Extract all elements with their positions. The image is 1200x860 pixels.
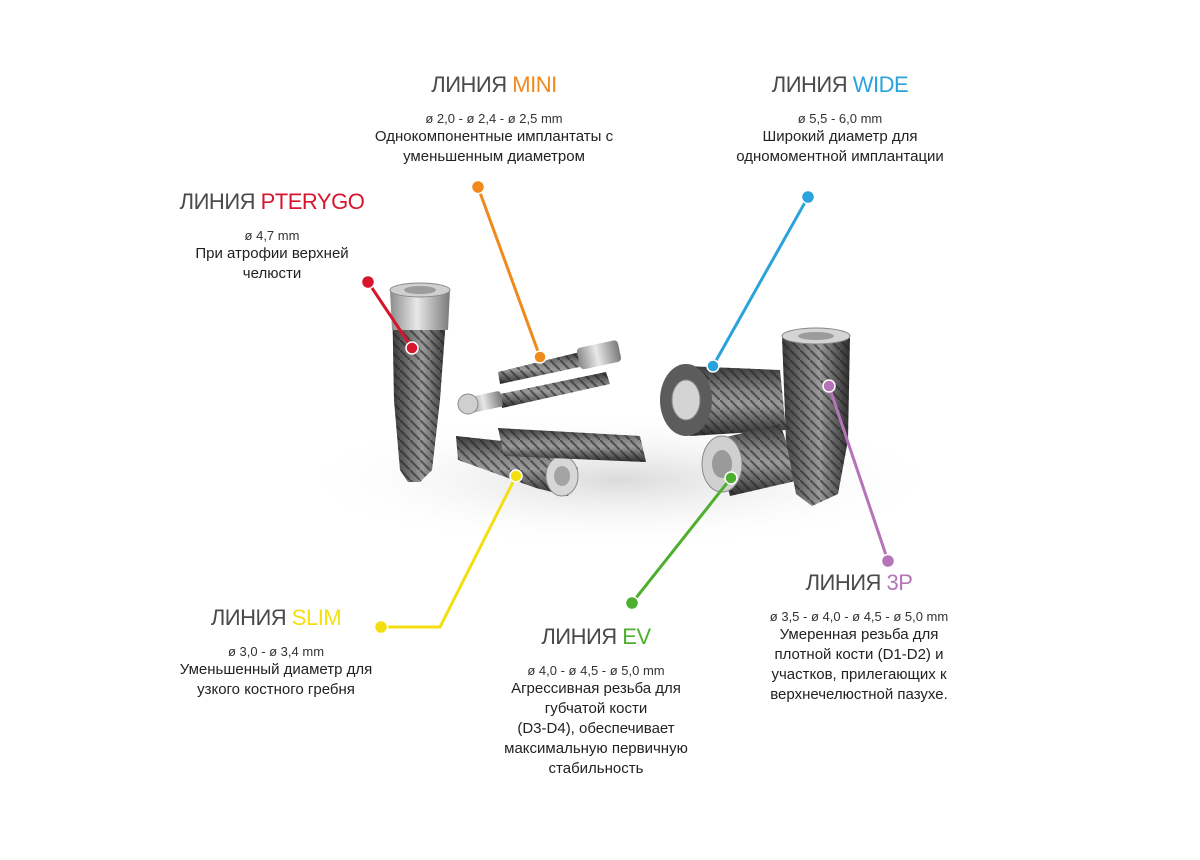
3p-leader-line (827, 385, 890, 562)
mini-spec: ø 2,0 - ø 2,4 - ø 2,5 mm (425, 111, 563, 126)
mini-title: ЛИНИЯ MINI (431, 72, 557, 97)
label-wide: ЛИНИЯ WIDE ø 5,5 - 6,0 mm Широкий диамет… (736, 72, 944, 167)
wide-title: ЛИНИЯ WIDE (771, 72, 909, 97)
3p-implant (781, 327, 851, 506)
pterygo-title: ЛИНИЯ PTERYGO (179, 189, 365, 214)
wide-desc-1: Широкий диаметр для (762, 128, 918, 145)
pterygo-desc-2: челюсти (242, 265, 302, 282)
mini-implant-upper (498, 340, 622, 384)
wide-label-dot (800, 189, 816, 205)
wide-desc-2: одномоментной имплантации (736, 148, 944, 165)
wide-name: WIDE (852, 72, 909, 97)
ev-desc-2: губчатой кости (544, 700, 648, 717)
ev-leader-line (630, 477, 733, 604)
ev-name: EV (622, 624, 651, 649)
ev-title: ЛИНИЯ EV (541, 624, 651, 649)
pterygo-desc-1: При атрофии верхней (195, 245, 349, 262)
3p-spec: ø 3,5 - ø 4,0 - ø 4,5 - ø 5,0 mm (769, 609, 949, 624)
slim-label-dot (373, 619, 389, 635)
slim-implant-dot (509, 469, 523, 483)
slim-desc-2: узкого костного гребня (197, 681, 355, 698)
mini-implant-lower (457, 372, 610, 415)
3p-desc-1: Умеренная резьба для (779, 626, 939, 643)
ev-label-dot (624, 595, 640, 611)
label-ev: ЛИНИЯ EV ø 4,0 - ø 4,5 - ø 5,0 mm Агресс… (504, 624, 688, 779)
slim-desc-1: Уменьшенный диаметр для (179, 661, 373, 678)
label-3p: ЛИНИЯ 3P ø 3,5 - ø 4,0 - ø 4,5 - ø 5,0 m… (770, 570, 948, 705)
slim-implant-back (498, 428, 646, 462)
wide-implant (660, 364, 786, 436)
3p-desc-2: плотной кости (D1-D2) и (774, 646, 944, 663)
pterygo-name: PTERYGO (260, 189, 365, 214)
3p-desc-4: верхнечелюстной пазухе. (770, 686, 948, 703)
wide-spec: ø 5,5 - 6,0 mm (797, 111, 883, 126)
label-slim: ЛИНИЯ SLIM ø 3,0 - ø 3,4 mm Уменьшенный … (180, 605, 373, 700)
slim-spec: ø 3,0 - ø 3,4 mm (227, 644, 325, 659)
3p-implant-dot (822, 379, 836, 393)
slim-name: SLIM (291, 605, 342, 630)
floor-shadow (290, 410, 950, 550)
slim-title: ЛИНИЯ SLIM (210, 605, 342, 630)
ev-desc-3: (D3-D4), обеспечивает (517, 720, 675, 737)
ev-spec: ø 4,0 - ø 4,5 - ø 5,0 mm (527, 663, 665, 678)
label-pterygo: ЛИНИЯ PTERYGO ø 4,7 mm При атрофии верхн… (180, 189, 365, 284)
mini-implant-dot (533, 350, 547, 364)
slim-leader-line (381, 475, 518, 629)
mini-name: MINI (512, 72, 557, 97)
ev-desc-4: максимальную первичную (504, 740, 688, 757)
3p-title: ЛИНИЯ 3P (805, 570, 913, 595)
ev-desc-1: Агрессивная резьба для (511, 680, 681, 697)
mini-desc-2: уменьшенным диаметром (403, 148, 585, 165)
mini-label-dot (470, 179, 486, 195)
pterygo-leader-line (366, 281, 414, 349)
ev-implant-dot (724, 471, 738, 485)
pterygo-spec: ø 4,7 mm (244, 228, 300, 243)
3p-label-dot (880, 553, 896, 569)
wide-implant-dot (706, 359, 720, 373)
3p-name: 3P (886, 570, 913, 595)
label-mini: ЛИНИЯ MINI ø 2,0 - ø 2,4 - ø 2,5 mm Одно… (375, 72, 613, 167)
pterygo-label-dot (360, 274, 376, 290)
ev-desc-5: стабильность (548, 760, 644, 777)
3p-desc-3: участков, прилегающих к (771, 666, 947, 683)
wide-leader-line (711, 196, 810, 367)
pterygo-implant-dot (405, 341, 419, 355)
mini-desc-1: Однокомпонентные имплантаты с (374, 128, 614, 145)
mini-leader-line (476, 186, 542, 358)
